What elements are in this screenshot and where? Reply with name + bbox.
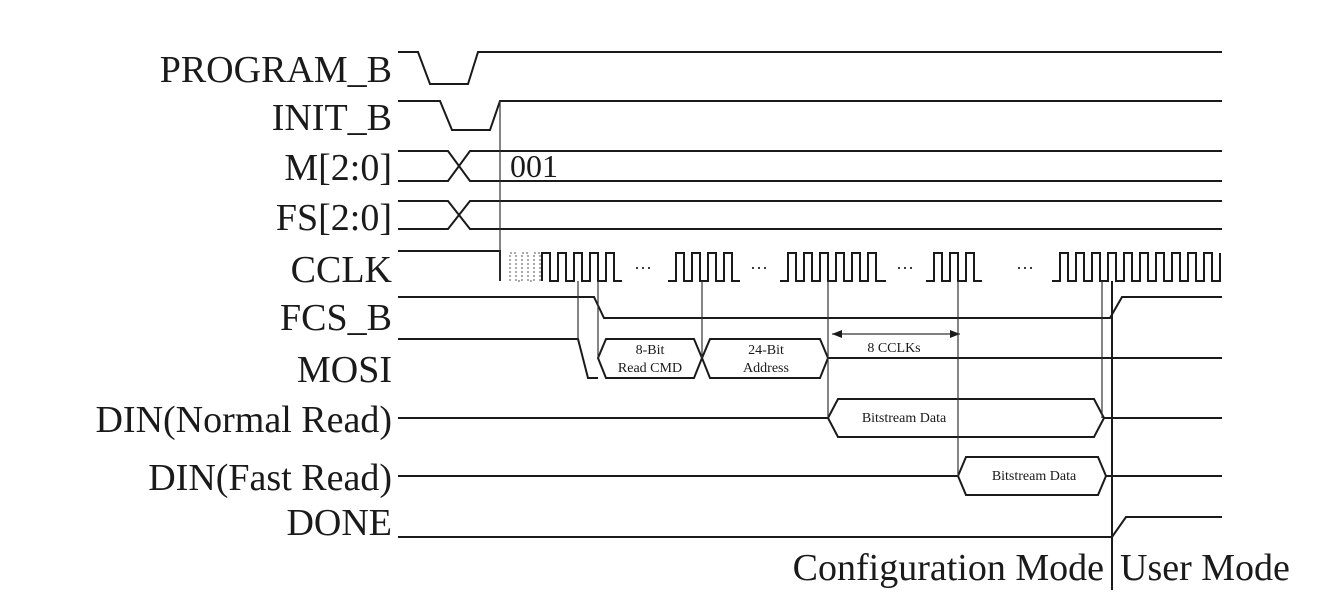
- mode-value: 001: [510, 148, 558, 184]
- cclk-ellipsis-3: ···: [896, 258, 914, 278]
- cclk-idle: [398, 250, 501, 281]
- label-din-fast: DIN(Fast Read): [148, 457, 392, 499]
- wave-din-normal: [398, 398, 1222, 438]
- label-fcs-b: FCS_B: [280, 297, 392, 339]
- mosi-addr-label-1: 24-Bit: [748, 343, 784, 358]
- phase-user: User Mode: [1120, 547, 1290, 589]
- label-mosi: MOSI: [297, 349, 392, 391]
- cclk-ellipsis-1: ···: [634, 258, 652, 278]
- cclk-pulses-1: [541, 252, 622, 282]
- wave-init-b: [398, 100, 1222, 131]
- bitstream-normal-label: Bitstream Data: [862, 411, 947, 426]
- timing-reference-lines: [499, 101, 1113, 590]
- mosi-addr-label-2: Address: [743, 361, 789, 376]
- wave-din-fast: [398, 456, 1222, 496]
- label-init-b: INIT_B: [272, 97, 392, 139]
- cclk-pulses-5: [1052, 252, 1221, 282]
- wave-fcs-b: [398, 296, 1222, 319]
- label-done: DONE: [286, 502, 392, 544]
- wave-done: [398, 516, 1222, 538]
- wave-program-b: [398, 51, 1222, 85]
- phase-configuration: Configuration Mode: [793, 547, 1104, 589]
- cclk-pulses-3: [780, 252, 886, 282]
- cclk-ellipsis-4: ···: [1016, 258, 1034, 278]
- cclk-gap-label: 8 CCLKs: [867, 341, 920, 356]
- bus-mode: [398, 150, 1222, 182]
- label-din-normal: DIN(Normal Read): [95, 399, 392, 441]
- cclk-startup-pulses: [509, 252, 541, 282]
- cclk-pulses-2: [668, 252, 740, 282]
- bus-fs: [398, 200, 1222, 230]
- mosi-cmd-label-2: Read CMD: [618, 361, 682, 376]
- cclk-gap-arrow: [832, 330, 960, 338]
- cclk-pulses-4: [926, 252, 982, 282]
- wave-mosi: [398, 338, 1222, 379]
- cclk-ellipsis-2: ···: [750, 258, 768, 278]
- label-program-b: PROGRAM_B: [160, 49, 392, 91]
- label-fs: FS[2:0]: [276, 197, 392, 239]
- label-cclk: CCLK: [291, 249, 393, 291]
- bitstream-fast-label: Bitstream Data: [992, 469, 1077, 484]
- mosi-cmd-label-1: 8-Bit: [636, 343, 665, 358]
- label-mode: M[2:0]: [284, 147, 392, 189]
